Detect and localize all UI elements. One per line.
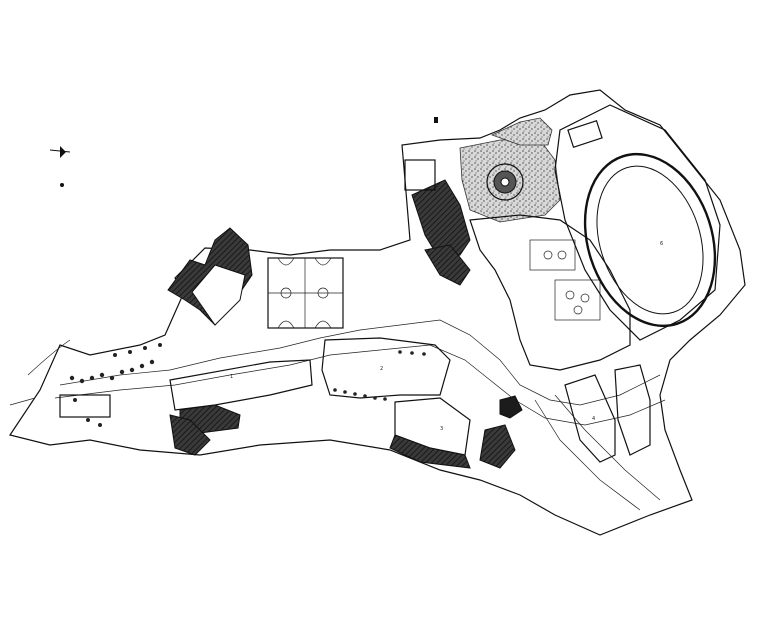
plaza-edge-speckle	[490, 117, 553, 146]
main-road-edge	[54, 344, 666, 426]
building-2-label: 2	[380, 366, 383, 372]
building-sw-small	[59, 394, 111, 418]
running-track-outer	[583, 152, 717, 328]
tree-row-center	[333, 350, 426, 401]
courtyard-1	[529, 239, 576, 271]
building-4-label: 4	[592, 416, 595, 422]
building-2	[321, 337, 451, 399]
building-1	[169, 359, 313, 411]
building-north-2	[424, 244, 471, 286]
marker-dot	[60, 183, 64, 187]
east-road	[534, 399, 641, 511]
north-arrow-icon	[49, 146, 71, 158]
building-main-block	[469, 214, 631, 371]
building-dark-se	[499, 395, 523, 419]
hatch-se	[479, 424, 516, 469]
stadium-boundary	[554, 104, 721, 341]
building-nw-inner	[191, 264, 246, 326]
building-4	[564, 374, 616, 463]
small-field-north	[567, 120, 603, 148]
stadium-label: 6	[660, 241, 663, 247]
courtyard-2	[554, 279, 601, 321]
main-road	[59, 319, 661, 406]
tree-row-west	[69, 343, 162, 427]
building-3-label: 3	[440, 426, 443, 432]
building-1-label: 1	[230, 374, 233, 380]
plaza-rosette-icon	[486, 163, 524, 201]
east-road-edge	[554, 394, 661, 501]
running-track-inner	[596, 165, 704, 315]
boundary-curve-west	[27, 339, 71, 376]
site-boundary	[9, 89, 746, 536]
building-hatched-north	[411, 179, 471, 261]
building-small-north	[404, 159, 436, 191]
boundary-stub-west	[9, 397, 36, 406]
basketball-courts	[267, 257, 344, 329]
building-3-hatch	[389, 434, 471, 469]
building-southwest	[169, 414, 211, 456]
courtyard-tables	[543, 250, 590, 315]
building-5	[614, 364, 651, 456]
marker-north	[434, 117, 438, 123]
